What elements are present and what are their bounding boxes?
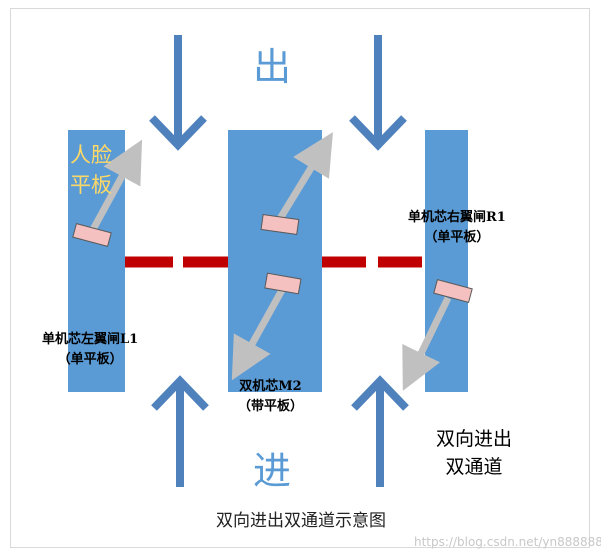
exit-arrow-right — [349, 35, 407, 151]
exit-label: 出 — [253, 45, 292, 89]
face-panel-label: 人脸平板 — [70, 143, 112, 198]
middle-gate-name: 双机芯M2 — [239, 379, 302, 394]
right-gate-note: （单平板） — [424, 230, 490, 246]
left-face-panel — [72, 222, 112, 248]
middle-face-panel-upper — [260, 213, 300, 235]
side-note-line1: 双向进出 — [436, 428, 513, 450]
right-gate-label: 单机芯右翼闸R1 （单平板） — [408, 208, 506, 248]
right-gate-body — [425, 130, 468, 392]
enter-label: 进 — [253, 449, 292, 493]
right-wing-arm — [402, 296, 452, 391]
enter-arrow-right — [351, 375, 409, 487]
left-wing-arm — [86, 139, 143, 237]
diagram-caption: 双向进出双通道示意图 — [216, 511, 386, 531]
middle-wing-arm-upper — [275, 132, 333, 224]
middle-gate-note: （带平板） — [238, 399, 304, 415]
enter-arrow-left — [151, 375, 209, 487]
left-gate-note: （单平板） — [57, 352, 123, 368]
watermark: https://blog.csdn.net/yn888888 — [414, 535, 601, 549]
middle-face-panel-lower — [264, 272, 302, 295]
left-gate-name: 单机芯左翼闸L1 — [42, 332, 139, 347]
side-note: 双向进出 双通道 — [436, 426, 512, 481]
diagram-border — [10, 8, 590, 548]
left-gate-label: 单机芯左翼闸L1 （单平板） — [42, 330, 138, 370]
exit-arrow-left — [149, 35, 207, 151]
right-face-panel — [433, 278, 473, 304]
right-gate-name: 单机芯右翼闸R1 — [408, 210, 506, 225]
middle-gate-label: 双机芯M2 （带平板） — [238, 377, 303, 417]
side-note-line2: 双通道 — [445, 455, 503, 478]
middle-wing-arm-lower — [231, 288, 286, 381]
